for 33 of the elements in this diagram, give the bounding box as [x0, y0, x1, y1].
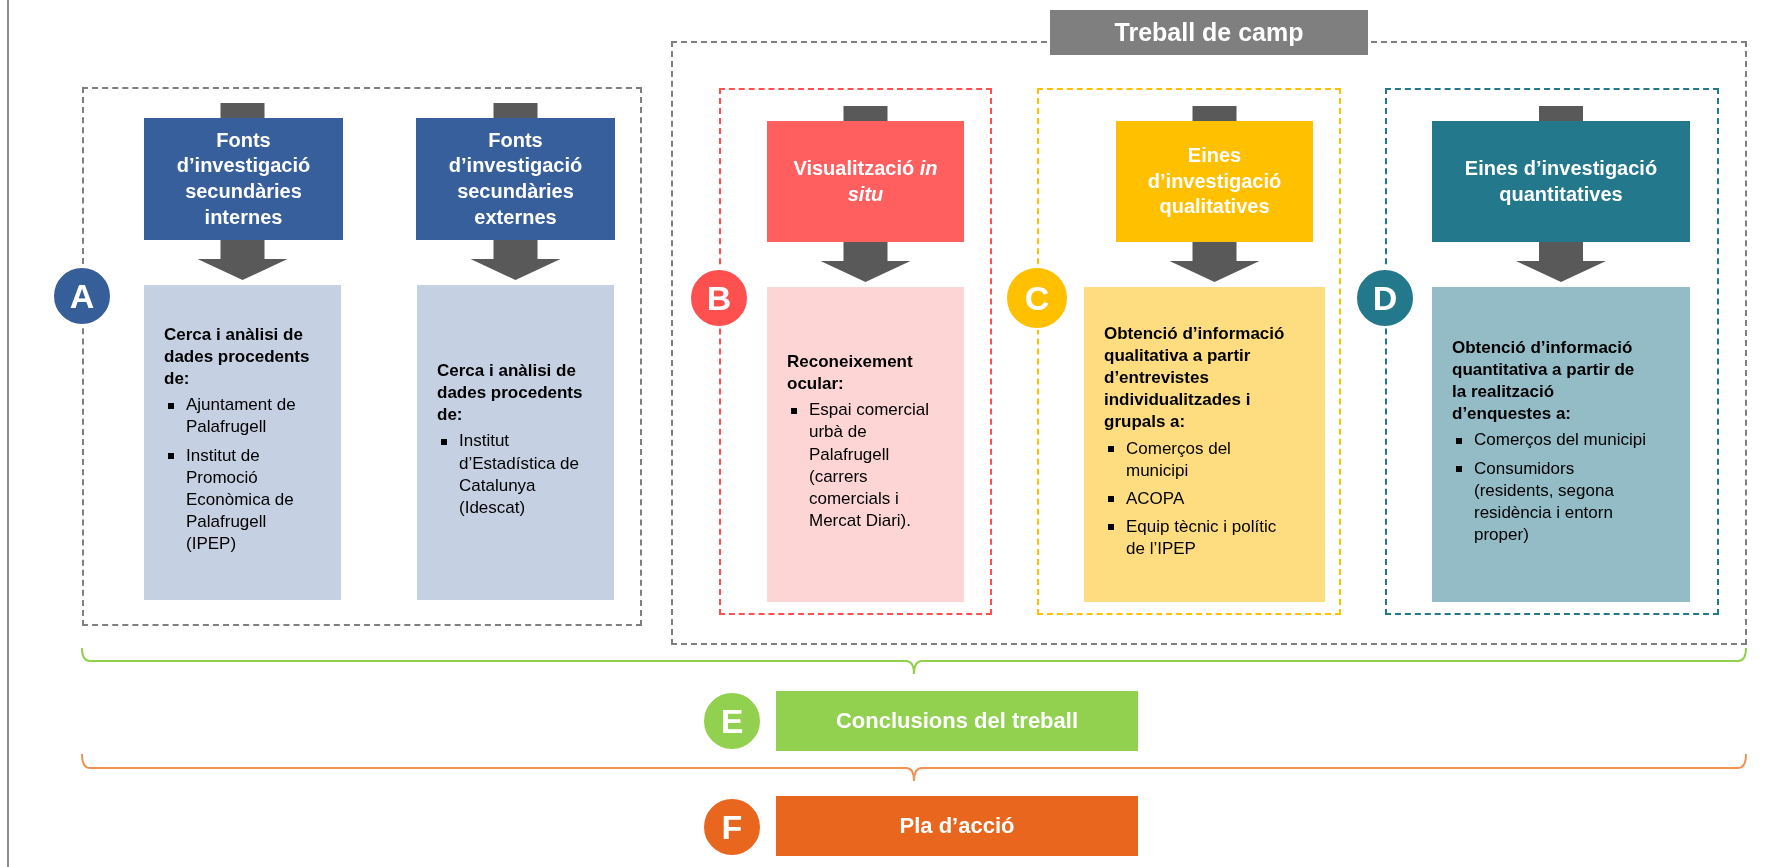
letter-circle: B [689, 268, 749, 328]
header-box: Fonts d’investigació secundàries externes [416, 118, 615, 240]
letter-circle: D [1355, 268, 1415, 328]
bullet-item: Institut de Promoció Econòmica de Palafrugell (IPEP) [164, 444, 315, 555]
bullet-item: Equip tècnic i polític de l’IPEP [1104, 515, 1285, 560]
panel-heading: Obtenció d’informació quantitativa a partir de la realització d’enquestes a: [1452, 337, 1636, 426]
letter-circle: A [52, 266, 112, 326]
letter-circle: F [702, 797, 762, 857]
block-arrow [1516, 242, 1606, 282]
letter-circle: E [702, 691, 762, 751]
block-arrow [820, 242, 911, 282]
letter-circle: C [1005, 266, 1069, 330]
bullet-item: Ajuntament de Palafrugell [164, 394, 315, 439]
bullet-item: Consumidors (residents, segona residència i entorn proper) [1452, 457, 1650, 546]
panel-heading: Cerca i anàlisi de dades procedents de: [437, 360, 584, 427]
result-bar: Conclusions del treball [776, 691, 1138, 751]
block-arrow [197, 240, 288, 280]
header-box: Eines d’investigació qualitatives [1116, 121, 1313, 242]
bullet-item: Espai comercial urbà de Palafrugell (carrers comercials i Mercat Diari). [787, 399, 938, 532]
block-arrow [1169, 242, 1260, 282]
group-title: Treball de camp [1050, 10, 1368, 55]
bullet-item: Institut d’Estadística de Catalunya (Idescat) [437, 430, 588, 519]
header-box: Visualització in situ [767, 121, 964, 242]
block-arrow [470, 240, 561, 280]
panel-heading: Reconeixement ocular: [787, 351, 914, 396]
panel-heading: Cerca i anàlisi de dades procedents de: [164, 324, 311, 391]
result-bar: Pla d’acció [776, 796, 1138, 856]
bullet-item: Comerços del municipi [1452, 429, 1650, 452]
bullet-item: ACOPA [1104, 487, 1285, 510]
header-box: Eines d’investigació quantitatives [1432, 121, 1690, 242]
panel-heading: Obtenció d’informació qualitativa a partir d’entrevistes individualitzades i grupals a: [1104, 323, 1285, 434]
bullet-item: Comerços del municipi [1104, 437, 1285, 482]
header-box: Fonts d’investigació secundàries internes [144, 118, 343, 240]
